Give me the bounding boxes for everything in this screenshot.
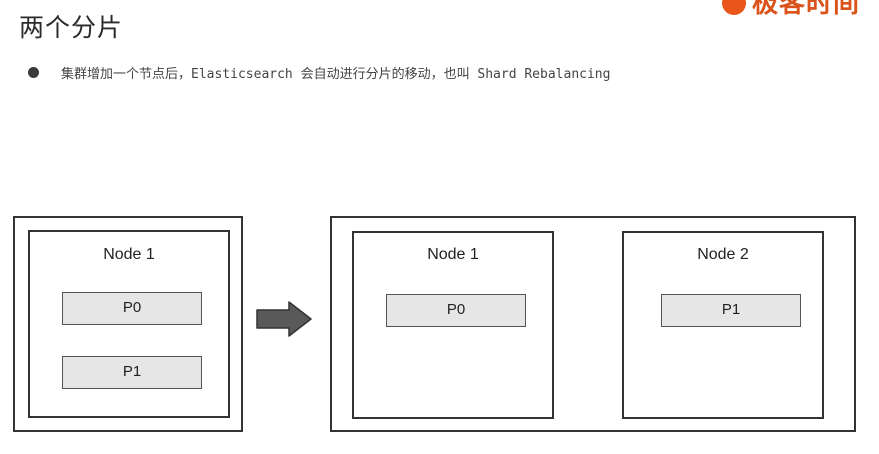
geektime-logo-icon xyxy=(722,0,746,15)
node-box-after-2: Node 2 P1 xyxy=(622,231,824,419)
page-title: 两个分片 xyxy=(19,13,124,42)
bullet-item: 集群增加一个节点后，Elasticsearch 会自动进行分片的移动，也叫 Sh… xyxy=(28,63,610,82)
cluster-before: Node 1 P0 P1 xyxy=(13,216,243,432)
node-label: Node 2 xyxy=(697,246,749,263)
shard-p0: P0 xyxy=(62,292,202,325)
node-box-before: Node 1 P0 P1 xyxy=(28,230,230,418)
brand-logo: 极客时间 xyxy=(722,0,860,16)
node-label: Node 1 xyxy=(103,246,155,263)
bullet-text: 集群增加一个节点后，Elasticsearch 会自动进行分片的移动，也叫 Sh… xyxy=(61,67,611,82)
logo-text: 极客时间 xyxy=(752,0,861,16)
bullet-dot-icon xyxy=(28,67,39,78)
shard-p1: P1 xyxy=(62,356,202,389)
cluster-after: Node 1 P0 Node 2 P1 xyxy=(330,216,856,432)
node-label: Node 1 xyxy=(427,246,479,263)
node-box-after-1: Node 1 P0 xyxy=(352,231,554,419)
shard-p1: P1 xyxy=(661,294,801,327)
right-arrow-icon xyxy=(256,301,312,337)
shard-p0: P0 xyxy=(386,294,526,327)
